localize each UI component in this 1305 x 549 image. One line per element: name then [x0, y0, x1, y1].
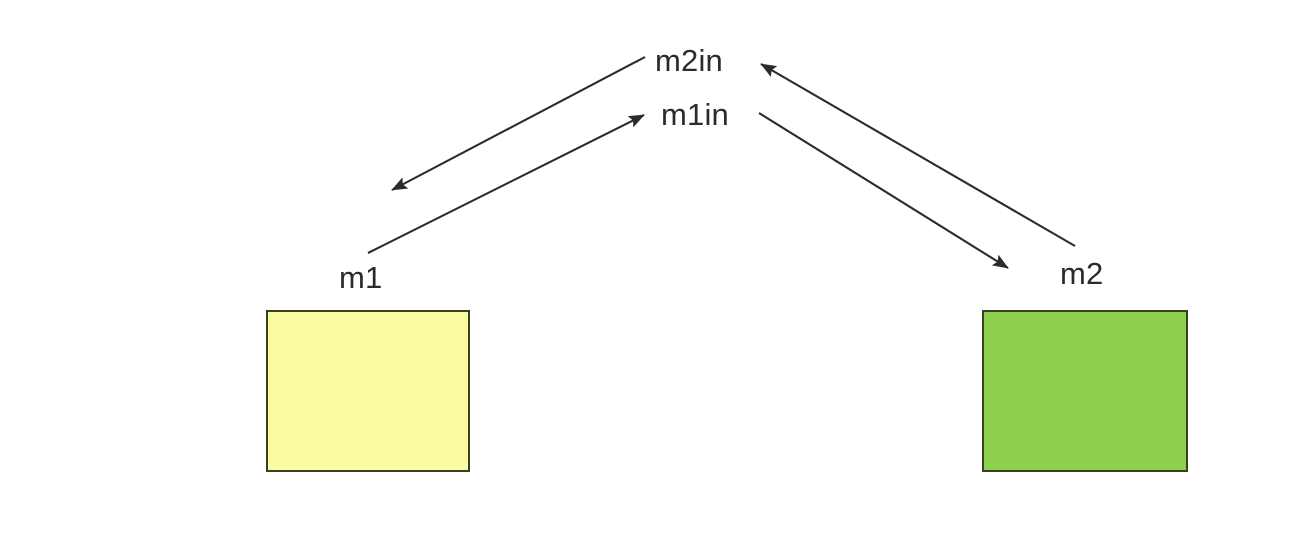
- port-label-m2in: m2in: [655, 43, 723, 78]
- edge-m1-to-m1in: [367, 114, 645, 254]
- edge-m1in-to-m2: [758, 112, 1009, 269]
- node-box-m2[interactable]: [982, 310, 1188, 472]
- node-box-m1[interactable]: [266, 310, 470, 472]
- node-label-m2: m2: [1060, 256, 1104, 291]
- edge-m2in-to-m1: [391, 56, 646, 191]
- port-label-m1in: m1in: [661, 97, 729, 132]
- node-label-m1: m1: [339, 260, 383, 295]
- edge-m2-to-m2in: [760, 63, 1076, 247]
